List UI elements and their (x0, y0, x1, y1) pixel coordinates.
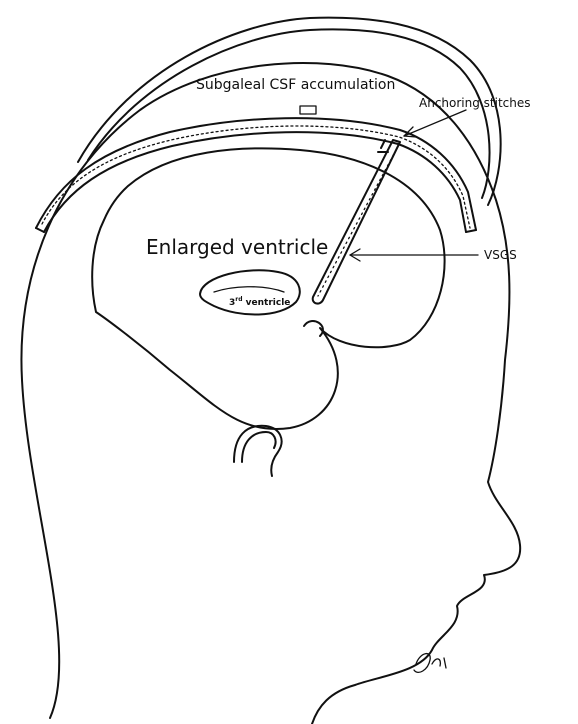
vsgs-shunt-holes (317, 149, 397, 297)
vsgs-arrowhead (349, 248, 361, 262)
third-ventricle-number: 3 (229, 298, 236, 308)
skull-band-ends (35, 227, 477, 233)
skull-band-inner (43, 131, 467, 233)
vsgs-label: VSGS (484, 248, 517, 262)
third-ventricle-ordinal: rd (235, 296, 243, 303)
skull-band-outer (35, 117, 477, 231)
third-ventricle-label: 3rd ventricle (229, 296, 290, 308)
anchoring-stitch-marks (377, 139, 389, 153)
third-ventricle-inner (213, 286, 285, 293)
anchoring-stitches-label: Anchoring stitches (419, 96, 531, 110)
enlarged-ventricle-label: Enlarged ventricle (146, 235, 329, 259)
ventricle-inner-curve (303, 320, 324, 337)
ear-inner (241, 431, 277, 463)
subgaleal-csf-label: Subgaleal CSF accumulation (196, 77, 396, 93)
subgaleal-dome (77, 16, 502, 206)
subgaleal-dome-inner (87, 28, 491, 199)
ear (233, 424, 283, 477)
anchoring-arrowhead (403, 126, 417, 138)
third-ventricle (199, 269, 301, 316)
anchoring-arrow (403, 109, 467, 137)
head-outline (20, 61, 522, 724)
artist-signature (413, 653, 447, 674)
skull-band-texture (41, 125, 471, 229)
skull-gap-marker (299, 105, 317, 115)
brain-ventricle-outline (91, 147, 446, 430)
third-ventricle-word: ventricle (242, 298, 291, 308)
vsgs-shunt (311, 139, 401, 305)
